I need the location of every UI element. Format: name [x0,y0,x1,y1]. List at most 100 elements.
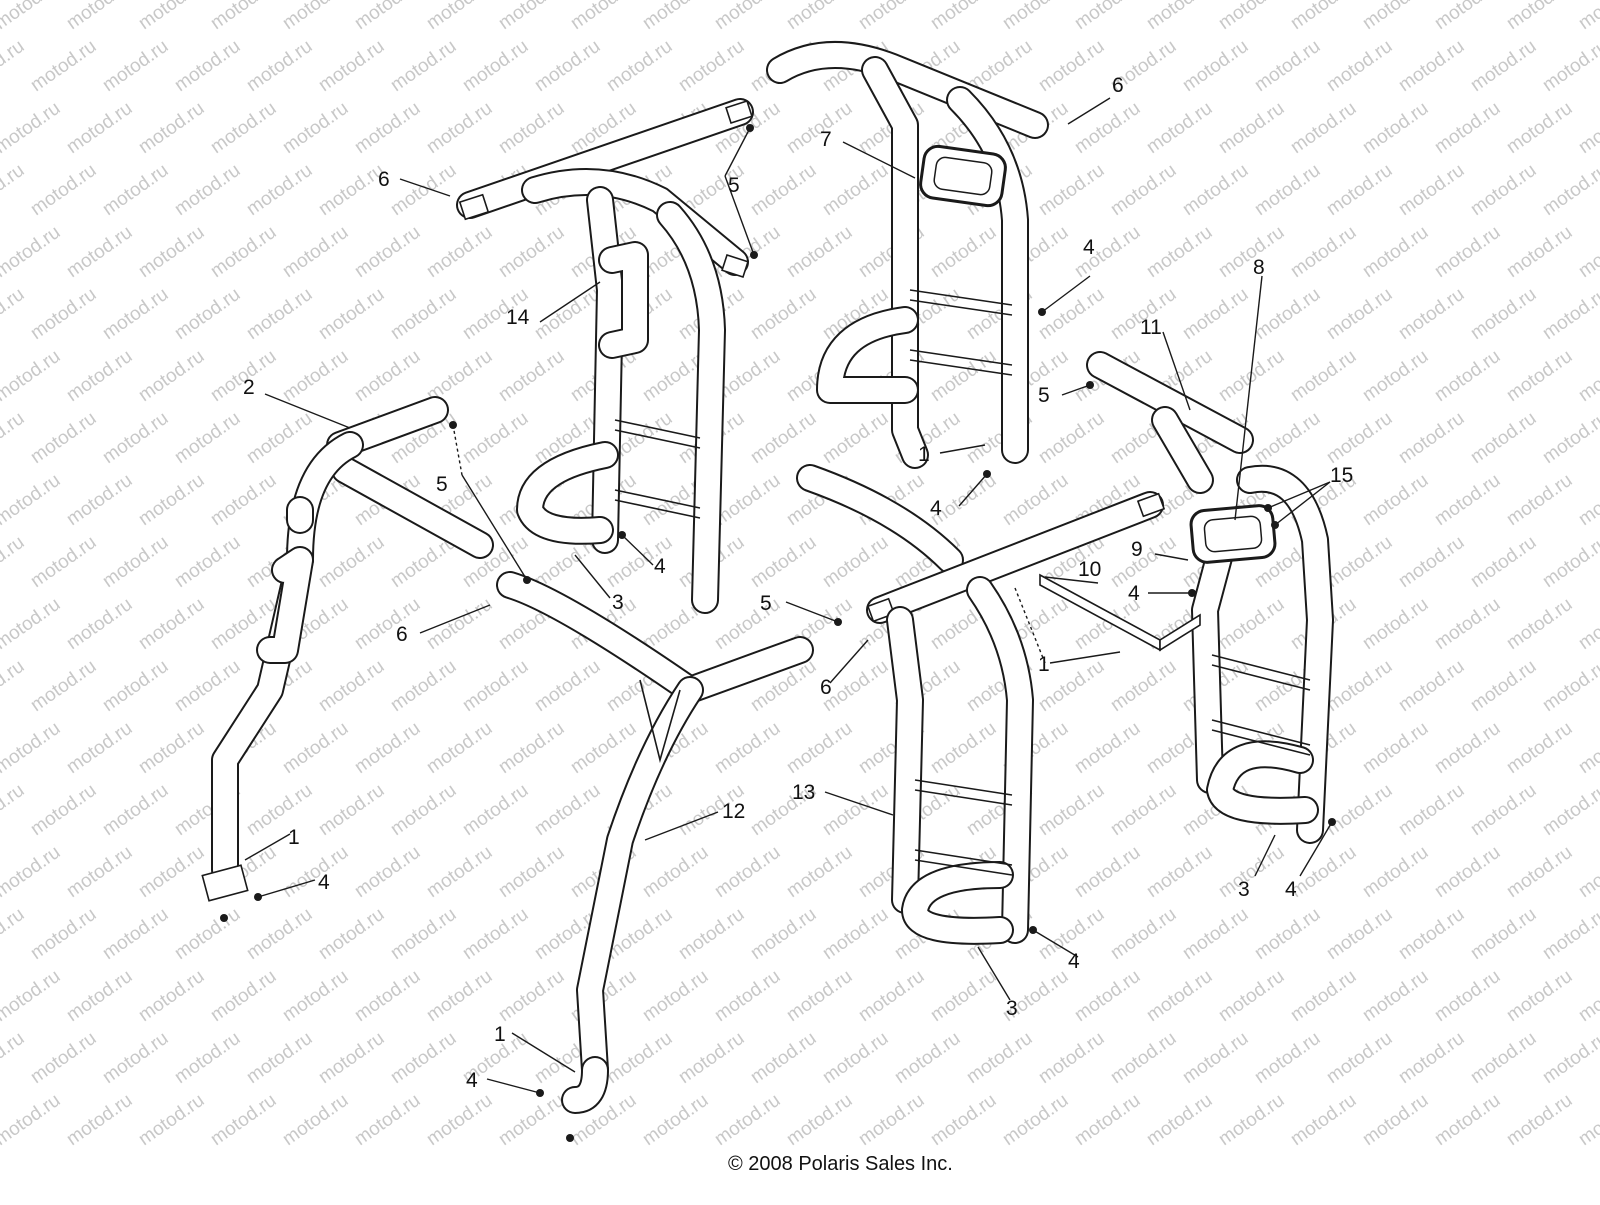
watermark-text: motod.ru [783,1090,856,1150]
watermark-text: motod.ru [0,966,64,1026]
watermark-text: motod.ru [1575,98,1600,158]
watermark-text: motod.ru [315,904,388,964]
callout-c5b: 5 [1038,384,1050,407]
watermark-text: motod.ru [531,36,604,96]
callout-c4b: 4 [930,497,942,520]
watermark-text: motod.ru [1323,1028,1396,1088]
watermark-text: motod.ru [1323,780,1396,840]
watermark-text: motod.ru [1359,0,1432,34]
watermark-text: motod.ru [1323,532,1396,592]
watermark-text: motod.ru [1179,36,1252,96]
watermark-text: motod.ru [1215,222,1288,282]
watermark-text: motod.ru [171,160,244,220]
watermark-text: motod.ru [1503,470,1576,530]
left-rear-frame [516,186,726,614]
watermark-text: motod.ru [783,222,856,282]
watermark-text: motod.ru [999,1090,1072,1150]
watermark-text: motod.ru [1359,470,1432,530]
watermark-text: motod.ru [927,346,1000,406]
watermark-text: motod.ru [963,1028,1036,1088]
watermark-text: motod.ru [171,36,244,96]
callout-c4h: 4 [466,1069,478,1092]
callout-c6b: 6 [1112,74,1124,97]
watermark-text: motod.ru [1395,408,1468,468]
callout-c4f: 4 [1285,878,1297,901]
watermark-text: motod.ru [1431,346,1504,406]
watermark-text: motod.ru [927,222,1000,282]
watermark-text: motod.ru [0,656,28,716]
watermark-text: motod.ru [135,842,208,902]
watermark-text: motod.ru [1287,346,1360,406]
watermark-text: motod.ru [243,780,316,840]
watermark-text: motod.ru [495,718,568,778]
watermark-text: motod.ru [1107,656,1180,716]
watermark-text: motod.ru [1035,1028,1108,1088]
front-crossbar [496,571,814,1114]
watermark-text: motod.ru [531,656,604,716]
watermark-text: motod.ru [747,1028,820,1088]
callout-c4c: 4 [1128,582,1140,605]
callout-c8: 8 [1253,256,1265,279]
watermark-text: motod.ru [279,842,352,902]
watermark-text: motod.ru [819,408,892,468]
watermark-text: motod.ru [855,1090,928,1150]
watermark-text: motod.ru [27,1028,100,1088]
watermark-text: motod.ru [63,222,136,282]
watermark-text: motod.ru [27,36,100,96]
watermark-text: motod.ru [1143,842,1216,902]
watermark-text: motod.ru [351,842,424,902]
watermark-text: motod.ru [423,718,496,778]
watermark-text: motod.ru [927,1090,1000,1150]
watermark-text: motod.ru [1071,222,1144,282]
watermark-text: motod.ru [387,780,460,840]
watermark-text: motod.ru [63,966,136,1026]
watermark-text: motod.ru [351,98,424,158]
watermark-text: motod.ru [459,904,532,964]
watermark-text: motod.ru [0,284,28,344]
callout-c13: 13 [792,781,815,804]
watermark-text: motod.ru [279,966,352,1026]
watermark-text: motod.ru [1251,408,1324,468]
watermark-text: motod.ru [27,284,100,344]
watermark-text: motod.ru [99,160,172,220]
watermark-text: motod.ru [1359,842,1432,902]
callout-c5c: 5 [436,473,448,496]
watermark-text: motod.ru [747,532,820,592]
watermark-text: motod.ru [1431,98,1504,158]
watermark-text: motod.ru [279,98,352,158]
callout-c3b: 3 [1238,878,1250,901]
watermark-text: motod.ru [675,904,748,964]
watermark-text: motod.ru [279,346,352,406]
watermark-text: motod.ru [171,284,244,344]
watermark-text: motod.ru [1179,904,1252,964]
watermark-text: motod.ru [1287,0,1360,34]
watermark-text: motod.ru [315,656,388,716]
watermark-text: motod.ru [1467,1028,1540,1088]
watermark-text: motod.ru [171,1028,244,1088]
callout-c15: 15 [1330,464,1353,487]
watermark-text: motod.ru [819,160,892,220]
watermark-text: motod.ru [783,718,856,778]
watermark-text: motod.ru [135,966,208,1026]
watermark-text: motod.ru [423,842,496,902]
callout-c1c: 1 [288,826,300,849]
watermark-text: motod.ru [1503,222,1576,282]
watermark-text: motod.ru [423,1090,496,1150]
watermark-text: motod.ru [243,36,316,96]
watermark-text: motod.ru [351,718,424,778]
watermark-text: motod.ru [1539,656,1600,716]
watermark-text: motod.ru [603,36,676,96]
watermark-text: motod.ru [1431,0,1504,34]
watermark-text: motod.ru [819,904,892,964]
watermark-text: motod.ru [1287,1090,1360,1150]
watermark-text: motod.ru [459,408,532,468]
watermark-text: motod.ru [1539,532,1600,592]
watermark-text: motod.ru [1215,842,1288,902]
watermark-text: motod.ru [1467,532,1540,592]
watermark-text: motod.ru [1431,1090,1504,1150]
watermark-text: motod.ru [135,1090,208,1150]
watermark-text: motod.ru [1215,1090,1288,1150]
watermark-text: motod.ru [135,718,208,778]
watermark-text: motod.ru [423,966,496,1026]
watermark-text: motod.ru [1395,656,1468,716]
